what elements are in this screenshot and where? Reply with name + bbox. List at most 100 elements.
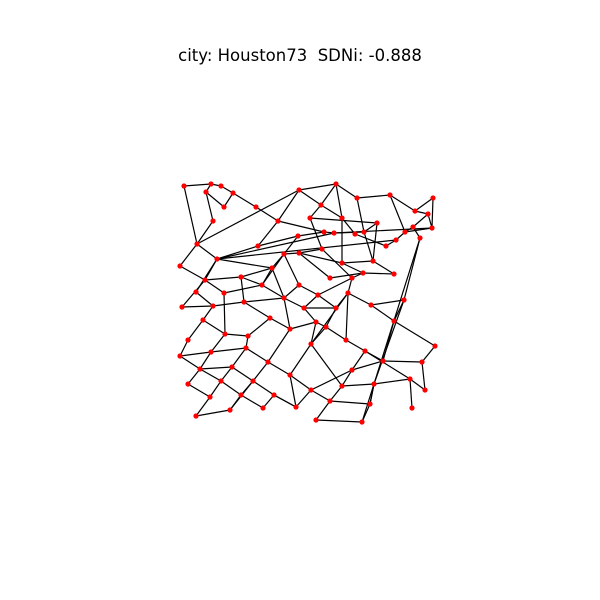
street-edge [363,222,378,233]
street-edge [231,366,254,382]
intersection-node [327,275,333,281]
intersection-node [301,305,307,311]
street-edge [179,339,189,357]
street-edge [341,369,353,387]
intersection-node [296,187,302,193]
street-edge [297,231,325,237]
intersection-node [200,317,206,323]
street-edge [309,204,322,219]
intersection-node [327,398,333,404]
street-edge [269,317,291,330]
street-edge [195,409,231,417]
intersection-node [221,290,227,296]
intersection-node [313,319,319,325]
street-edge [283,253,300,286]
intersection-node [313,417,319,423]
street-edge [210,347,247,353]
intersection-node [380,358,386,364]
street-edge [341,262,364,274]
street-edge [289,321,317,330]
intersection-node [275,218,281,224]
intersection-node [374,220,380,226]
street-edge [204,279,225,294]
intersection-node [393,237,399,243]
street-edge [183,185,198,245]
street-edge [345,339,366,352]
intersection-node [331,230,337,236]
intersection-node [307,215,313,221]
street-edge [333,231,365,234]
intersection-node [402,229,408,235]
intersection-node [238,392,244,398]
street-edge [356,197,365,233]
intersection-node [222,331,228,337]
street-edge [317,277,353,296]
intersection-node [260,405,266,411]
figure-title: city: Houston73 SDNi: -0.888 [178,46,422,65]
intersection-node [281,251,287,257]
street-edge [183,183,212,187]
street-edge [356,194,391,199]
intersection-node [349,367,355,373]
intersection-node [177,353,183,359]
intersection-node [412,208,418,214]
intersection-node [417,235,423,241]
street-edge [414,197,434,212]
intersection-node [218,183,224,189]
intersection-node [185,381,191,387]
intersection-node [315,292,321,298]
street-edge [277,189,300,222]
street-edge [283,297,291,330]
intersection-node [319,246,325,252]
street-edge [393,320,436,347]
intersection-node [207,394,213,400]
street-edge [354,233,387,247]
street-edge [196,220,214,245]
intersection-node [218,378,224,384]
street-edge [209,380,222,398]
intersection-node [179,304,185,310]
street-edge [202,305,214,321]
intersection-node [241,299,247,305]
intersection-node [308,387,314,393]
street-edge [223,292,226,335]
street-edge [363,231,374,262]
intersection-node [193,413,199,419]
street-edge [187,383,211,398]
intersection-node [345,290,351,296]
street-edge [317,294,337,309]
intersection-node [339,215,345,221]
street-edge [216,258,273,269]
street-edge [196,189,300,245]
street-edge [267,328,291,363]
street-edge [329,400,371,405]
street-edge [220,380,242,396]
intersection-node [221,204,227,210]
street-edge [204,276,242,281]
intersection-node [208,181,214,187]
intersection-node [185,337,191,343]
intersection-node [308,341,314,347]
street-edge [210,333,226,353]
intersection-node [238,274,244,280]
intersection-node [296,250,302,256]
intersection-node [429,225,435,231]
street-edge [220,366,233,382]
street-edge [195,258,218,293]
street-edge [179,351,212,357]
street-edge [243,301,271,319]
intersection-node [367,401,373,407]
street-edge [283,284,300,299]
intersection-node [227,407,233,413]
intersection-node [245,333,251,339]
street-edge [187,319,204,341]
street-edge [240,276,263,286]
intersection-node [203,189,209,195]
street-edge [315,419,363,423]
intersection-node [349,275,355,281]
street-edge [216,245,259,260]
intersection-node [362,348,368,354]
street-edge [382,360,423,363]
intersection-node [430,195,436,201]
